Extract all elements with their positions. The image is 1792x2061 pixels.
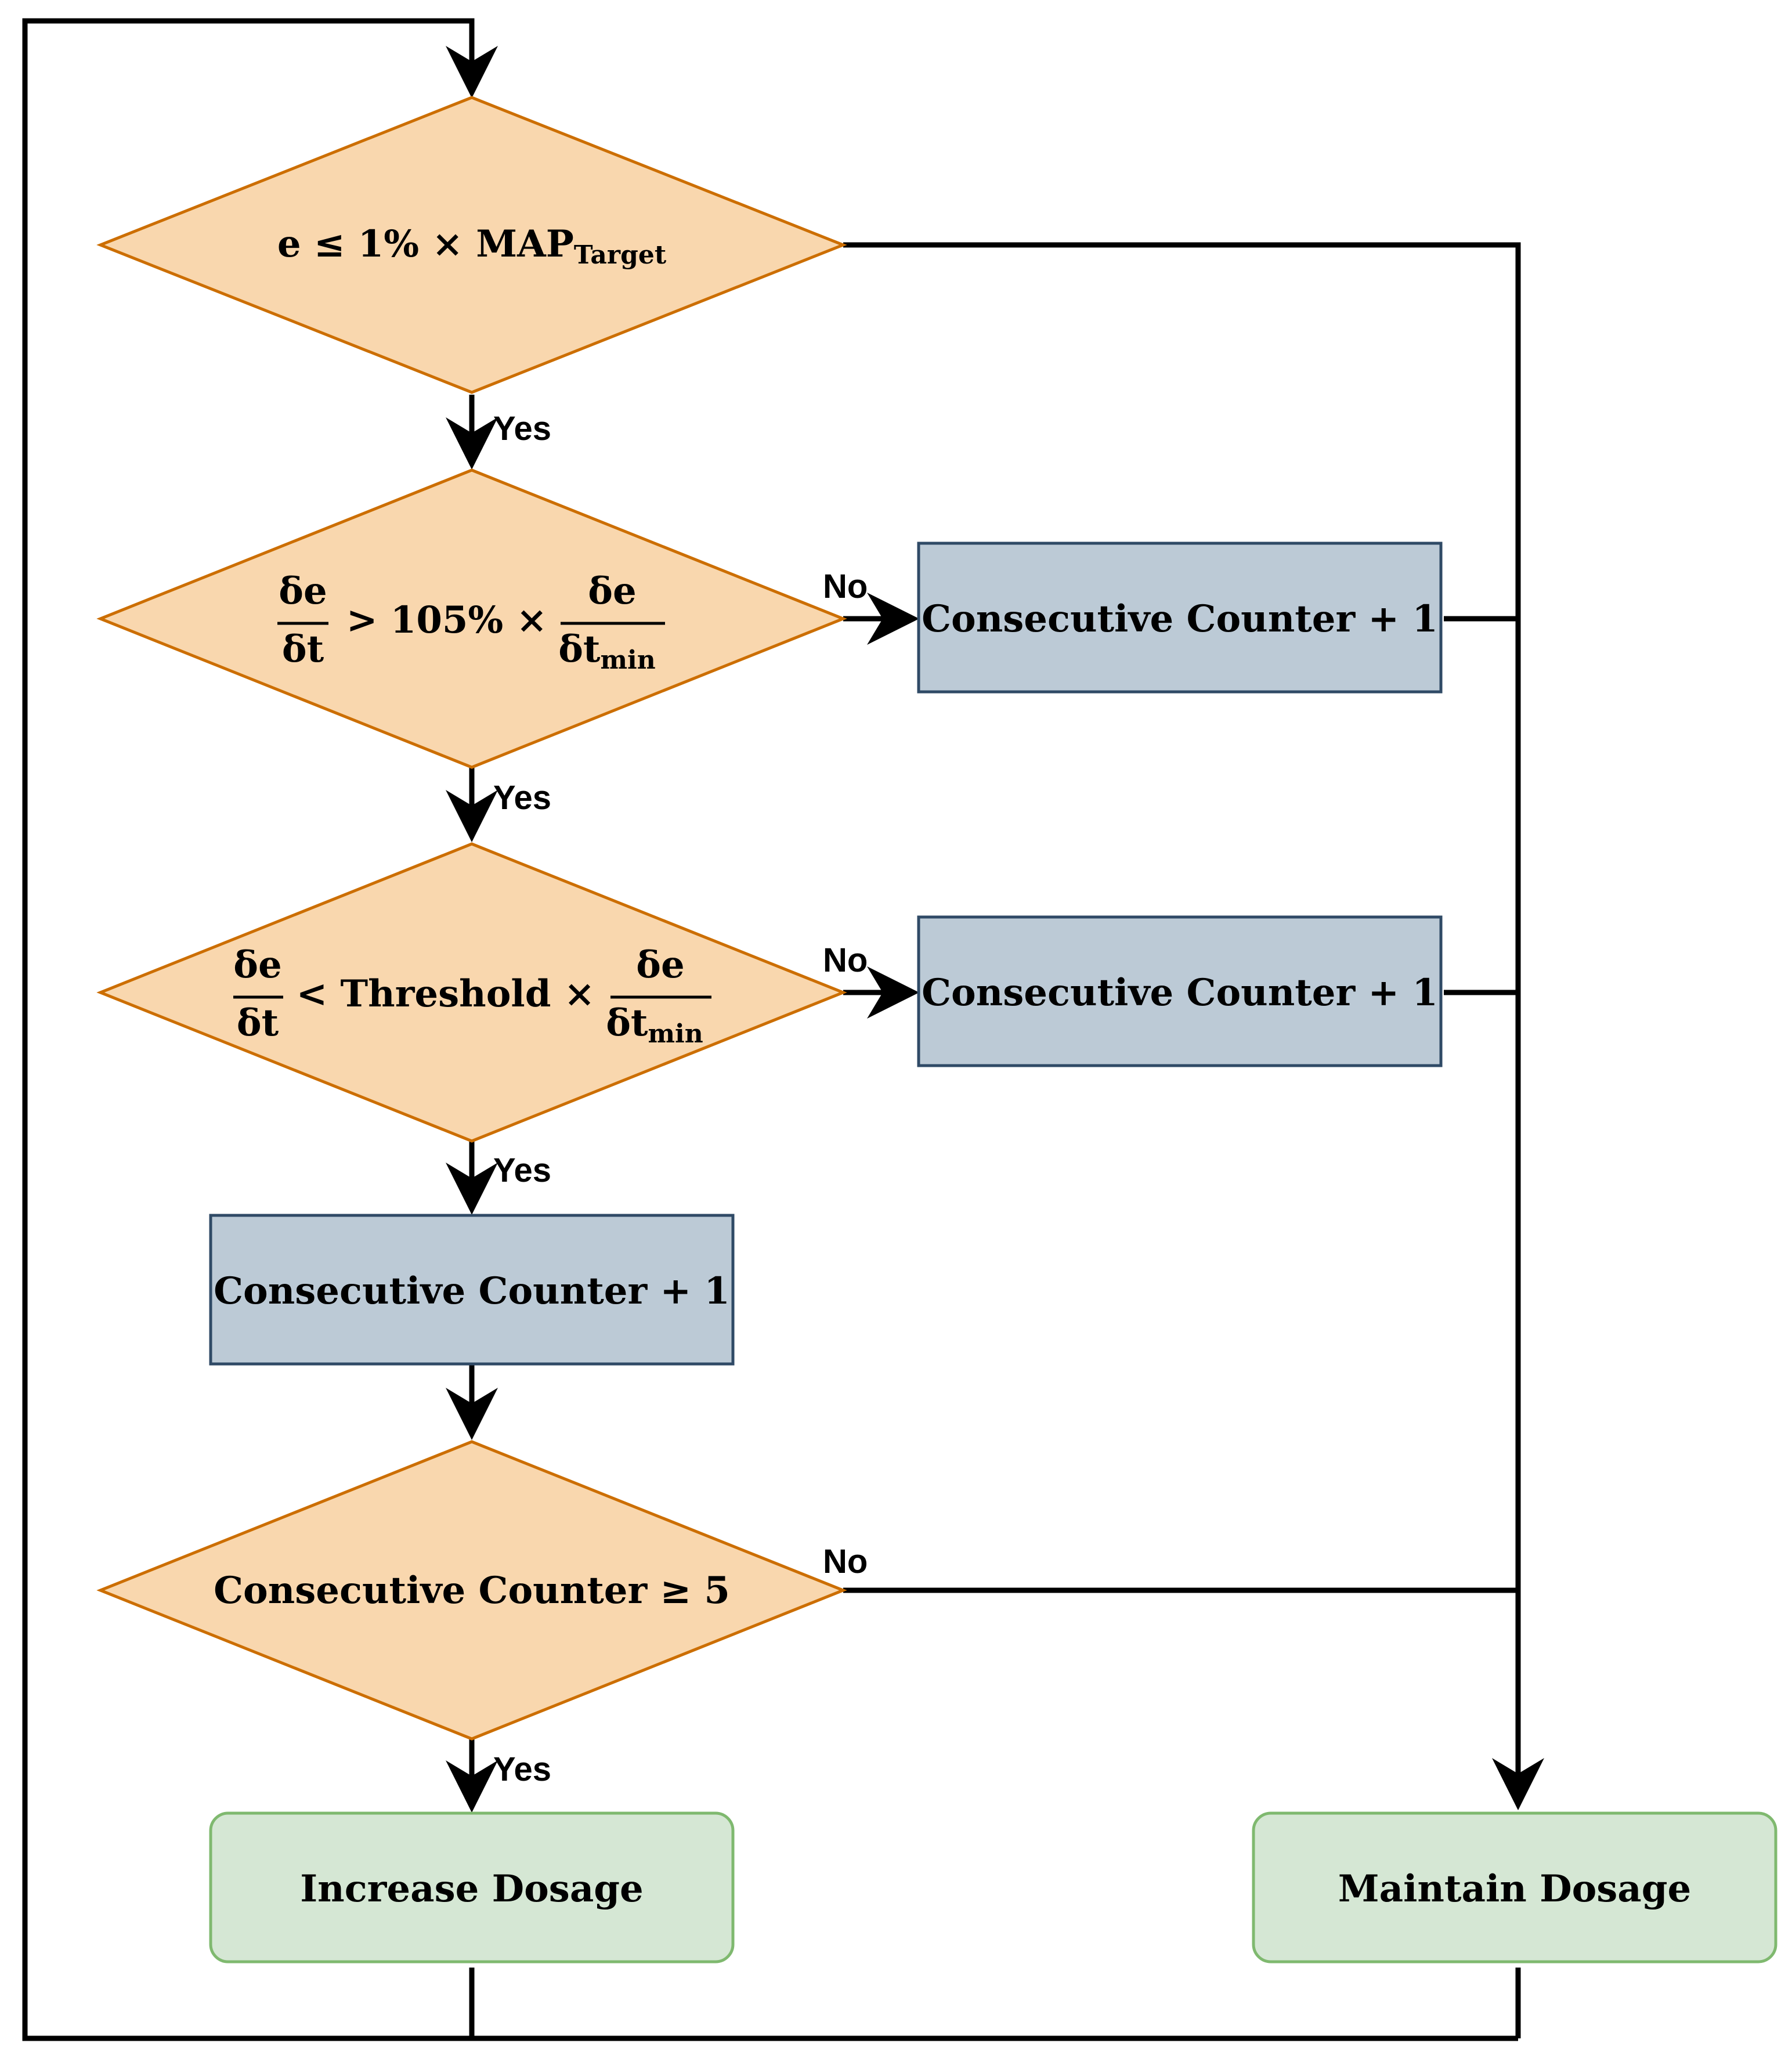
decision-d4-text: Consecutive Counter ≥ 5	[214, 1569, 730, 1612]
decision-d3-num: δe	[233, 943, 281, 987]
decision-d3-op: < Threshold ×	[297, 972, 595, 1016]
decision-d3-den: δt	[237, 1001, 279, 1045]
edge-label-no-4: No	[823, 1543, 868, 1580]
process-p2-text: Consecutive Counter + 1	[922, 971, 1438, 1015]
process-p3-text: Consecutive Counter + 1	[214, 1269, 730, 1313]
decision-d4-shape	[96, 1440, 847, 1741]
decision-d3: δe δt < Threshold × δe δtmin	[96, 842, 847, 1143]
decision-d2: δe δt > 105% × δe δtmin	[96, 468, 847, 769]
decision-d2-op: > 105% ×	[346, 598, 547, 642]
edge-label-no-2: No	[823, 568, 868, 605]
edge-labels: Yes Yes Yes Yes No No No	[493, 410, 868, 1788]
decision-d2-num: δe	[279, 569, 327, 613]
connectors	[22, 18, 1544, 2041]
edge-label-yes-4: Yes	[493, 1750, 551, 1788]
loop-back-connector	[22, 18, 498, 2041]
decision-d3-sub2: min	[648, 1019, 703, 1049]
decision-d2-den: δt	[282, 627, 324, 671]
svg-text:δtmin: δtmin	[558, 627, 656, 675]
decision-d3-num2: δe	[636, 943, 684, 987]
process-p1: Consecutive Counter + 1	[917, 542, 1443, 694]
svg-text:e ≤ 1% × MAPTarget: e ≤ 1% × MAPTarget	[277, 222, 667, 270]
process-p1-shape	[917, 542, 1443, 694]
decision-d1-shape	[96, 96, 847, 394]
decision-d1: e ≤ 1% × MAPTarget	[96, 96, 847, 394]
terminal-maintain-text: Maintain Dosage	[1338, 1867, 1691, 1911]
svg-text:δtmin: δtmin	[606, 1001, 703, 1049]
terminal-maintain: Maintain Dosage	[1252, 1811, 1777, 1963]
edge-label-yes-1: Yes	[493, 410, 551, 447]
decision-d2-num2: δe	[588, 569, 636, 613]
decision-d3-shape	[96, 842, 847, 1143]
decision-d2-sub2: min	[600, 645, 655, 675]
decision-d2-den2: δt	[558, 627, 601, 671]
decision-d2-shape	[96, 468, 847, 769]
terminal-increase-text: Increase Dosage	[300, 1867, 644, 1911]
decision-d1-subscript: Target	[574, 240, 667, 270]
terminal-maintain-shape	[1252, 1811, 1777, 1963]
decision-d4: Consecutive Counter ≥ 5	[96, 1440, 847, 1741]
edge-label-no-3: No	[823, 941, 868, 979]
edge-label-yes-2: Yes	[493, 779, 551, 817]
process-p2: Consecutive Counter + 1	[917, 915, 1443, 1067]
process-p3-shape	[209, 1214, 735, 1366]
terminal-increase-shape	[209, 1811, 735, 1963]
edge-label-yes-3: Yes	[493, 1152, 551, 1189]
decision-d1-text: e ≤ 1% × MAP	[277, 222, 574, 266]
process-p2-shape	[917, 915, 1443, 1067]
d1-to-maintain-connector	[843, 242, 1544, 1810]
process-p3: Consecutive Counter + 1	[209, 1214, 735, 1366]
process-p1-text: Consecutive Counter + 1	[922, 597, 1438, 641]
decision-d3-den2: δt	[606, 1001, 648, 1045]
terminal-increase: Increase Dosage	[209, 1811, 735, 1963]
